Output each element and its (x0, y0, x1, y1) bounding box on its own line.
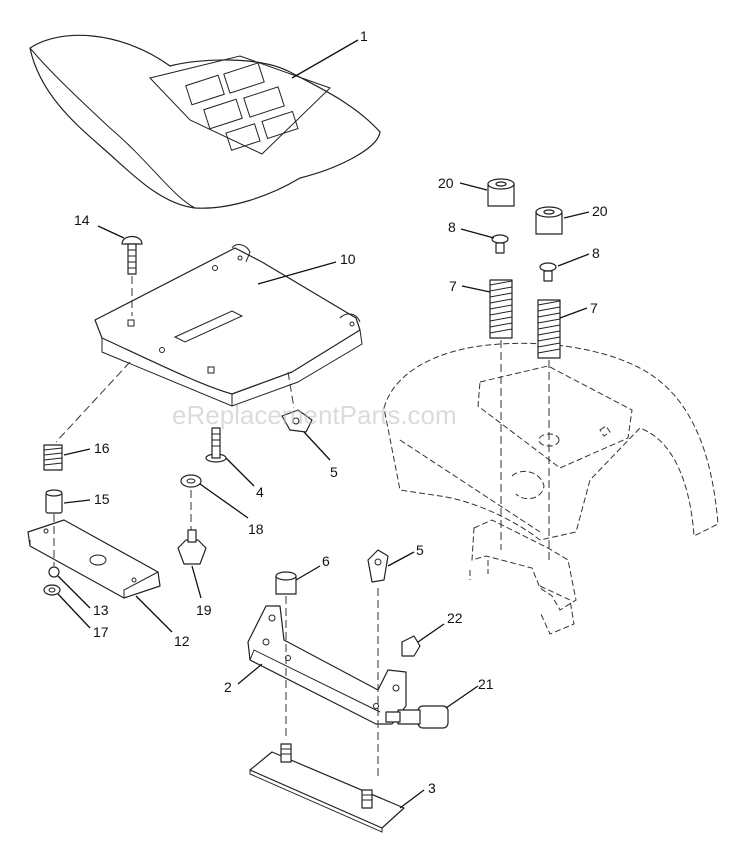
align-line (55, 361, 131, 443)
callout-15: 15 (94, 491, 110, 507)
callout-18: 18 (248, 521, 264, 537)
spacer-6 (275, 571, 297, 595)
clip-5-upper (281, 409, 313, 433)
nut-13 (48, 566, 60, 578)
callout-7-right: 7 (590, 300, 598, 316)
callout-8-right: 8 (592, 245, 600, 261)
callout-7-left: 7 (449, 278, 457, 294)
callouts: 1 14 10 16 15 4 5 18 13 17 12 19 6 5 22 … (74, 28, 608, 796)
mount-bracket-2 (247, 605, 407, 725)
seat-pan (94, 244, 363, 407)
callout-17: 17 (93, 624, 109, 640)
callout-10: 10 (340, 251, 356, 267)
callout-8-left: 8 (448, 219, 456, 235)
leader-lines (57, 39, 590, 809)
screw-8-left (491, 234, 509, 254)
spring-7-right (537, 299, 561, 359)
bracket-12 (27, 519, 161, 599)
knob-19 (177, 529, 207, 565)
carriage-bolt (121, 235, 143, 316)
spring-16 (43, 444, 63, 471)
bushing-20-right (535, 206, 563, 235)
callout-20-right: 20 (592, 203, 608, 219)
callout-6: 6 (322, 553, 330, 569)
callout-19: 19 (196, 602, 212, 618)
align-line (287, 371, 295, 409)
callout-12: 12 (174, 633, 190, 649)
shoulder-bolt-21 (385, 705, 449, 729)
spacer-15 (45, 489, 63, 514)
callout-13: 13 (93, 602, 109, 618)
callout-16: 16 (94, 440, 110, 456)
bolt-4 (205, 427, 227, 463)
clip-5-lower (367, 549, 389, 583)
callout-14: 14 (74, 212, 90, 228)
seat (29, 34, 381, 209)
mount-hole (538, 433, 560, 447)
callout-3: 3 (428, 780, 436, 796)
washer-17 (43, 584, 61, 596)
callout-5-upper: 5 (330, 464, 338, 480)
callout-22: 22 (447, 610, 463, 626)
callout-2: 2 (224, 679, 232, 695)
washer-18 (180, 474, 202, 488)
callout-4: 4 (256, 484, 264, 500)
screw-8-right (539, 262, 557, 282)
fender-frame (383, 342, 719, 635)
nut-22 (401, 635, 421, 657)
callout-5-lower: 5 (416, 542, 424, 558)
callout-21: 21 (478, 676, 494, 692)
spring-7-left (489, 279, 513, 339)
callout-1: 1 (360, 28, 368, 44)
base-plate-3 (249, 743, 405, 833)
watermark: eReplacementParts.com (172, 400, 457, 430)
callout-20-left: 20 (438, 175, 454, 191)
bushing-20-left (487, 178, 515, 207)
